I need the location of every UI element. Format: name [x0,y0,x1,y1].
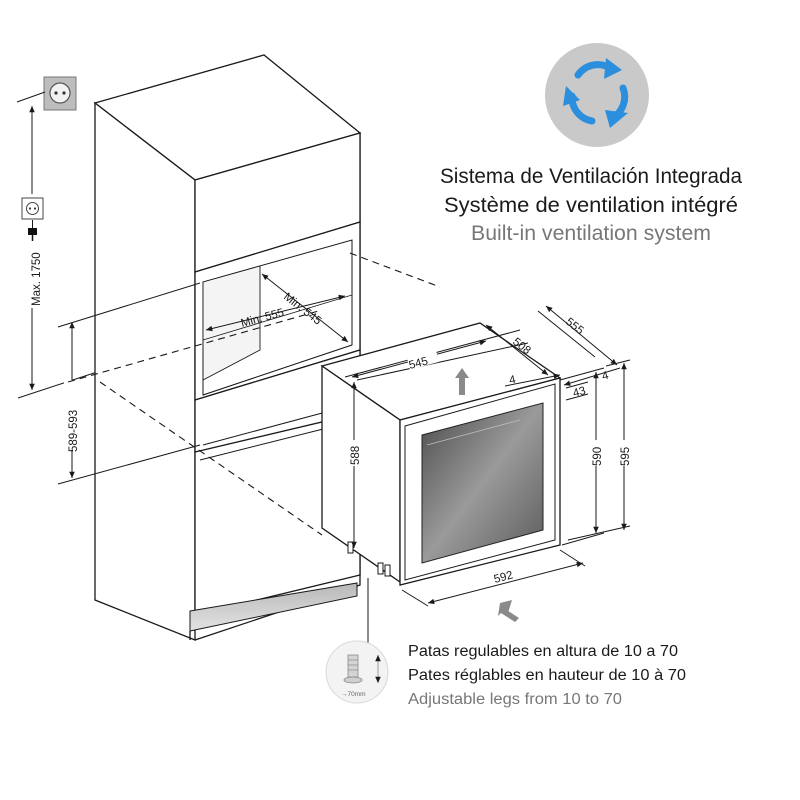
ventilation-text-en: Built-in ventilation system [471,222,711,245]
gap-a-label: 4 [508,374,517,387]
leg-callout-icon: →70mm [325,578,389,704]
legs-text-en: Adjustable legs from 10 to 70 [408,691,622,708]
max-height-dimension: Max. 1750 [16,91,98,399]
recycle-arrows-icon [545,43,649,147]
legs-text-es: Patas regulables en altura de 10 a 70 [408,643,678,660]
door-width-label: 592 [493,569,515,586]
gap-b-label: 4 [601,369,611,382]
side-height-label: 588 [350,446,362,465]
door-offset-label: 43 [572,385,587,400]
unit-dimensions: 545 508 555 4 4 43 588 590 595 [346,305,632,607]
legs-caption: Patas regulables en altura de 10 a 70 Pa… [408,643,686,708]
niche-height-label: 589-593 [68,410,80,452]
total-height-label: 595 [620,447,632,466]
unit-width-label: 545 [408,355,430,372]
wall-socket-icon [43,76,77,111]
niche-height-dimension: 589-593 [57,282,201,485]
ventilation-text-fr: Système de ventilation intégré [444,194,738,217]
ventilation-text-es: Sistema de Ventilación Integrada [440,165,742,188]
plug-socket-icon [21,197,44,241]
ventilation-caption: Sistema de Ventilación Integrada Système… [440,165,742,245]
airflow-in-arrow [498,600,519,622]
legs-text-fr: Pates réglables en hauteur de 10 à 70 [408,667,686,684]
leg-callout-label: →70mm [341,691,366,698]
tall-cabinet [93,54,362,641]
door-height-label: 590 [592,447,604,466]
max-height-label: Max. 1750 [31,252,43,306]
wine-cooler-unit [320,322,562,586]
